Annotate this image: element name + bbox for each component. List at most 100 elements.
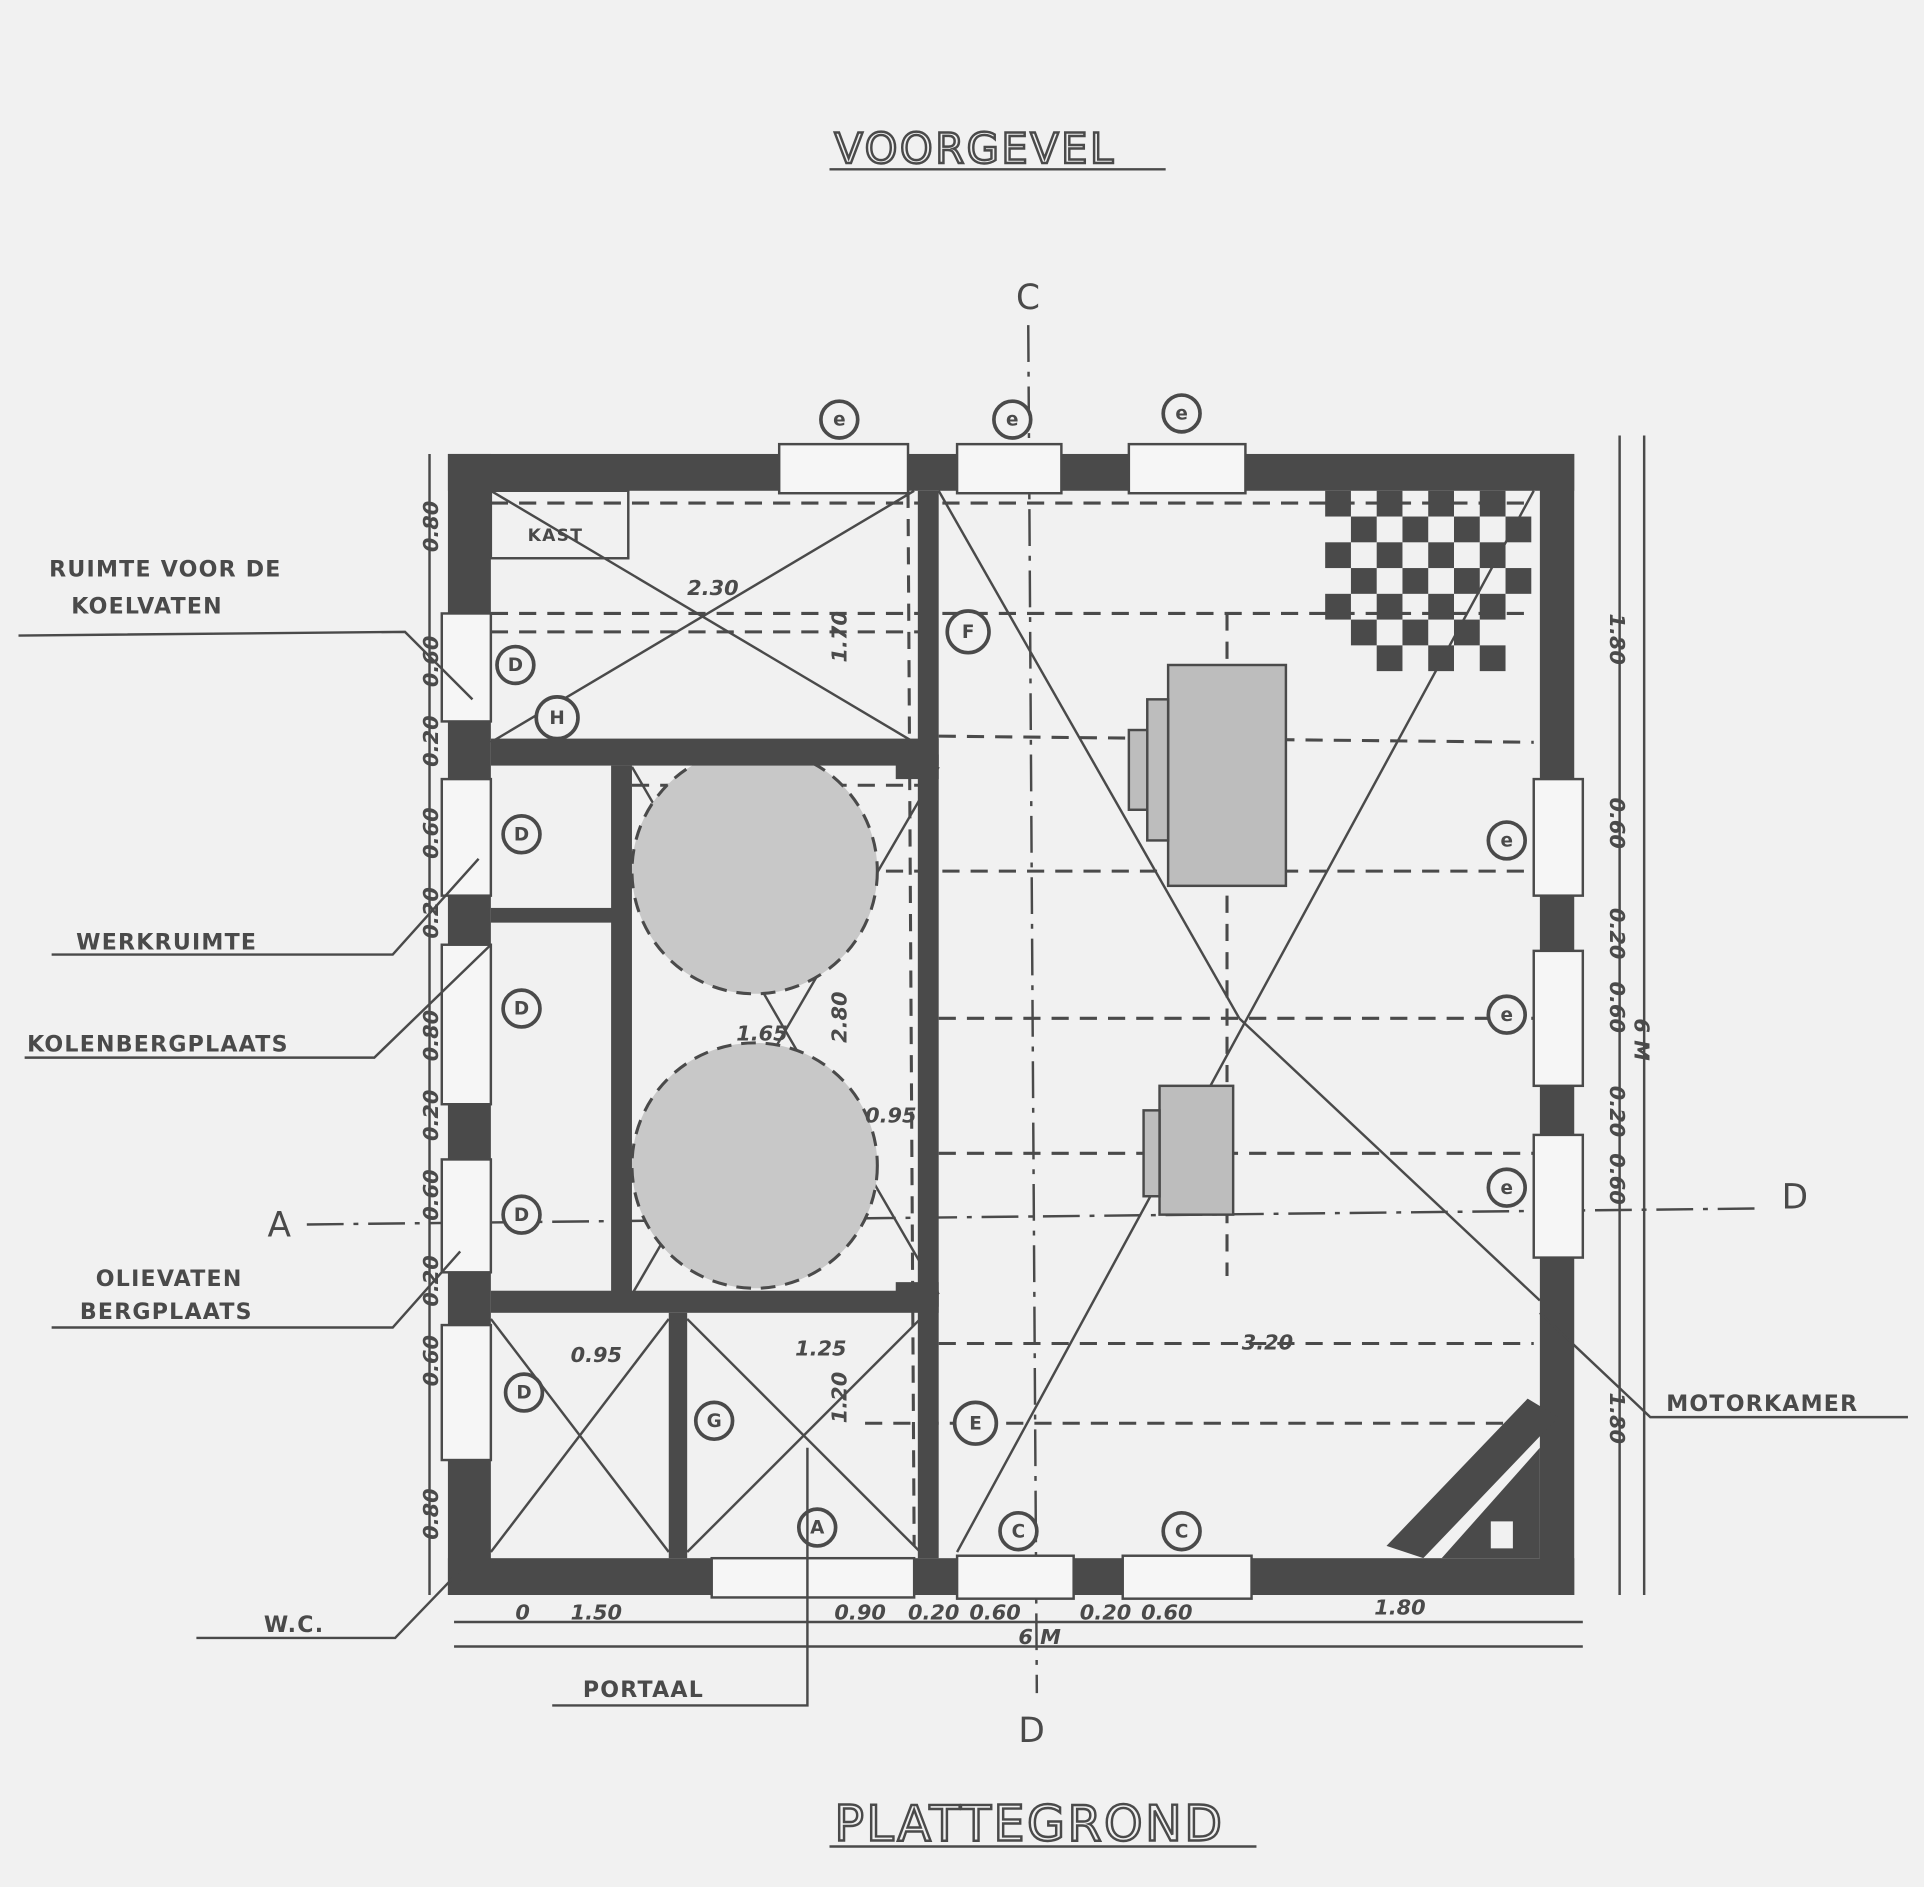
svg-text:0.20: 0.20 bbox=[908, 1601, 959, 1625]
svg-text:1.80: 1.80 bbox=[1374, 1596, 1425, 1620]
svg-text:0.20: 0.20 bbox=[419, 887, 443, 938]
floor-tile bbox=[1479, 645, 1506, 672]
floor-tile bbox=[1428, 542, 1454, 569]
svg-text:A: A bbox=[810, 1518, 825, 1539]
svg-text:1.25: 1.25 bbox=[795, 1337, 846, 1361]
label-koelvaten-2: KOELVATEN bbox=[71, 594, 223, 619]
svg-text:0.60: 0.60 bbox=[1605, 982, 1629, 1033]
label-werkruimte: WERKRUIMTE bbox=[76, 931, 257, 956]
svg-text:1.65: 1.65 bbox=[736, 1021, 787, 1045]
svg-text:G: G bbox=[707, 1411, 722, 1432]
section-marker-c: C bbox=[1016, 278, 1040, 318]
room-labels: RUIMTE VOOR DE KOELVATEN WERKRUIMTE KOLE… bbox=[18, 558, 1908, 1707]
floor-tile bbox=[1402, 568, 1429, 594]
svg-text:1.50: 1.50 bbox=[571, 1601, 622, 1625]
marker-e-top-1: e bbox=[819, 399, 860, 440]
svg-text:0.20: 0.20 bbox=[419, 1090, 443, 1141]
label-kolenbergplaats: KOLENBERGPLAATS bbox=[27, 1032, 289, 1057]
label-wc: W.C. bbox=[264, 1613, 324, 1638]
checkered-floor bbox=[1325, 490, 1532, 672]
svg-text:0.20: 0.20 bbox=[1605, 908, 1629, 959]
marker-e-top-2: e bbox=[992, 399, 1033, 440]
svg-text:C: C bbox=[1175, 1521, 1189, 1542]
svg-text:e: e bbox=[833, 410, 845, 431]
floor-tile bbox=[1453, 516, 1480, 543]
floor-tile bbox=[1325, 542, 1351, 569]
floor-tile bbox=[1479, 593, 1506, 620]
section-marker-a: A bbox=[268, 1206, 292, 1246]
svg-text:0.95: 0.95 bbox=[865, 1104, 916, 1128]
label-motorkamer: MOTORKAMER bbox=[1666, 1392, 1858, 1417]
svg-text:e: e bbox=[1501, 1178, 1513, 1199]
label-koelvaten-1: RUIMTE VOOR DE bbox=[49, 558, 281, 583]
floor-tile bbox=[1376, 490, 1403, 517]
floor-tile bbox=[1402, 619, 1429, 646]
svg-text:0.60: 0.60 bbox=[1605, 797, 1629, 848]
floor-tile bbox=[1350, 619, 1377, 646]
svg-text:0.60: 0.60 bbox=[419, 636, 443, 687]
svg-text:0.60: 0.60 bbox=[419, 807, 443, 858]
tank-2 bbox=[630, 1041, 879, 1290]
svg-text:0.90: 0.90 bbox=[834, 1601, 885, 1625]
floor-tile bbox=[1428, 490, 1454, 517]
svg-text:D: D bbox=[514, 1205, 529, 1226]
floor-tile bbox=[1428, 593, 1454, 620]
svg-text:0.60: 0.60 bbox=[1141, 1601, 1192, 1625]
svg-text:D: D bbox=[514, 999, 529, 1020]
floor-tile bbox=[1453, 619, 1480, 646]
floor-tile bbox=[1350, 568, 1377, 594]
marker-e-right-1: e bbox=[1486, 820, 1527, 861]
floor-tile bbox=[1505, 568, 1532, 594]
svg-text:D: D bbox=[516, 1383, 531, 1404]
marker-f: F bbox=[945, 609, 991, 655]
svg-text:0.60: 0.60 bbox=[969, 1601, 1020, 1625]
svg-text:0.95: 0.95 bbox=[571, 1343, 622, 1367]
marker-a: A bbox=[796, 1507, 838, 1548]
svg-text:0.20: 0.20 bbox=[1605, 1086, 1629, 1137]
kast-cabinet bbox=[489, 489, 630, 560]
svg-text:0.20: 0.20 bbox=[1080, 1601, 1131, 1625]
label-portaal: PORTAAL bbox=[583, 1678, 704, 1703]
marker-d-2: D bbox=[501, 814, 542, 855]
svg-text:1.70: 1.70 bbox=[828, 611, 852, 662]
floor-tile bbox=[1325, 490, 1351, 517]
title-voorgevel: VOORGEVEL bbox=[834, 124, 1115, 173]
svg-text:2.80: 2.80 bbox=[828, 991, 852, 1042]
label-olievaten-1: OLIEVATEN bbox=[96, 1267, 243, 1292]
svg-text:e: e bbox=[1501, 831, 1513, 852]
svg-text:e: e bbox=[1006, 410, 1018, 431]
svg-text:e: e bbox=[1501, 1005, 1513, 1026]
title-plattegrond: PLATTEGROND bbox=[834, 1794, 1224, 1852]
tank-1 bbox=[630, 746, 879, 996]
floor-tile bbox=[1350, 516, 1377, 543]
svg-text:0.80: 0.80 bbox=[419, 1010, 443, 1061]
section-marker-d-bottom: D bbox=[1018, 1711, 1044, 1751]
marker-c-2: C bbox=[1161, 1510, 1202, 1552]
svg-text:3.20: 3.20 bbox=[1242, 1331, 1293, 1355]
label-kast: KAST bbox=[528, 526, 584, 546]
floor-tile bbox=[1479, 542, 1506, 569]
marker-d-5: D bbox=[503, 1372, 545, 1413]
svg-text:C: C bbox=[1012, 1521, 1026, 1542]
engine-1 bbox=[1127, 663, 1288, 888]
svg-text:D: D bbox=[508, 655, 523, 676]
svg-text:1.80: 1.80 bbox=[1605, 1393, 1629, 1444]
marker-e-floor: E bbox=[952, 1400, 999, 1446]
floor-tile bbox=[1505, 516, 1532, 543]
svg-text:D: D bbox=[514, 824, 529, 845]
svg-text:0.60: 0.60 bbox=[1605, 1153, 1629, 1204]
floor-tile bbox=[1453, 568, 1480, 594]
marker-g: G bbox=[693, 1400, 735, 1442]
svg-text:e: e bbox=[1175, 404, 1187, 425]
floor-tile bbox=[1325, 593, 1351, 620]
marker-d-1: D bbox=[495, 644, 536, 686]
svg-text:H: H bbox=[549, 708, 564, 729]
floor-tile bbox=[1376, 542, 1403, 569]
floor-tile bbox=[1376, 593, 1403, 620]
svg-text:1.80: 1.80 bbox=[1605, 613, 1629, 664]
markers: e e e e e e D D D D D H F G E A C C bbox=[495, 393, 1527, 1552]
svg-text:1.20: 1.20 bbox=[828, 1372, 852, 1423]
svg-text:0.80: 0.80 bbox=[419, 1488, 443, 1539]
engine-2 bbox=[1142, 1084, 1235, 1216]
